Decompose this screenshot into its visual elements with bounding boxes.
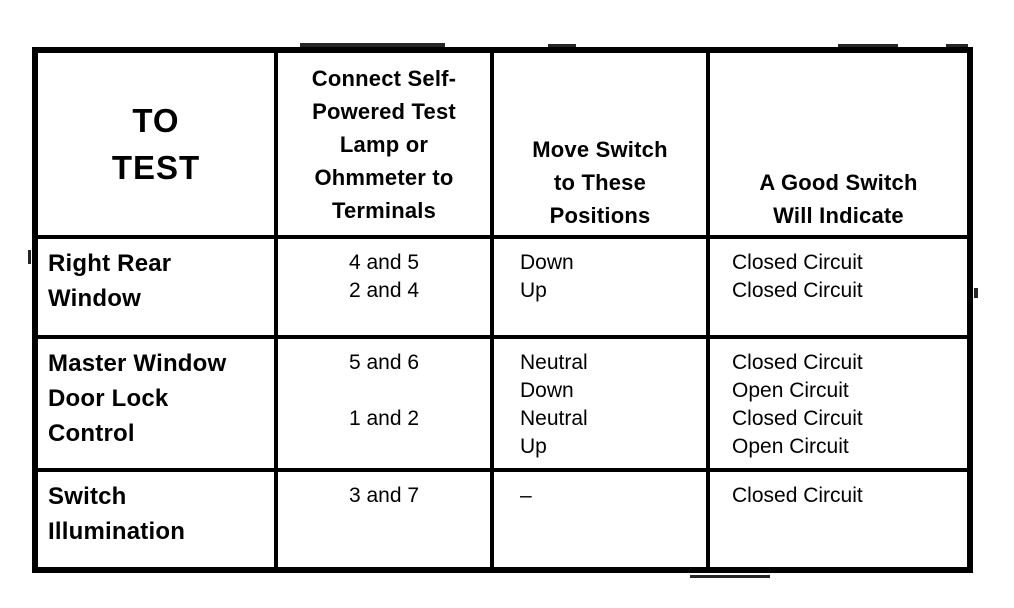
row-master-window-indication: Closed Circuit Open Circuit Closed Circu…	[710, 339, 967, 472]
row-master-window-terminals: 5 and 6 1 and 2	[278, 339, 494, 472]
row-right-rear-window-positions: Down Up	[494, 239, 710, 339]
row-master-window-label: Master Window Door Lock Control	[38, 339, 278, 472]
header-terminals: Connect Self- Powered Test Lamp or Ohmme…	[278, 53, 494, 239]
row-right-rear-window-indication: Closed Circuit Closed Circuit	[710, 239, 967, 339]
switch-test-table: TO TEST Connect Self- Powered Test Lamp …	[32, 47, 973, 573]
row-switch-illumination-terminals: 3 and 7	[278, 472, 494, 567]
scan-artifact	[690, 575, 770, 578]
header-indication: A Good Switch Will Indicate	[710, 53, 967, 239]
scan-artifact	[300, 43, 445, 47]
row-right-rear-window-terminals: 4 and 5 2 and 4	[278, 239, 494, 339]
row-switch-illumination-label: Switch Illumination	[38, 472, 278, 567]
row-switch-illumination-indication: Closed Circuit	[732, 484, 863, 507]
header-positions: Move Switch to These Positions	[494, 53, 710, 239]
row-right-rear-window-label: Right Rear Window	[38, 239, 278, 339]
scan-artifact	[946, 44, 968, 47]
header-to-test: TO TEST	[38, 53, 278, 239]
scan-artifact	[28, 250, 31, 264]
row-master-window-positions: Neutral Down Neutral Up	[494, 339, 710, 472]
scan-artifact	[838, 44, 898, 47]
scan-artifact	[548, 44, 576, 47]
scan-artifact	[974, 288, 978, 298]
row-switch-illumination-positions: –	[494, 472, 710, 567]
